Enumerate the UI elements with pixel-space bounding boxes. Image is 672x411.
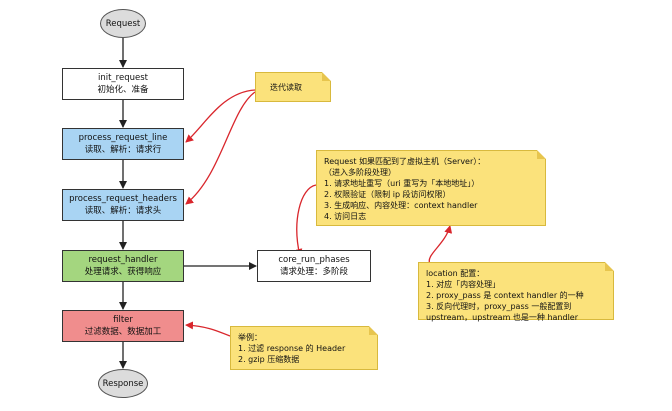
box-filter-title: filter xyxy=(113,315,133,325)
box-request-handler-sub: 处理请求、获得响应 xyxy=(84,267,162,277)
note-server-item-2: 2. 权限验证（限制 ip 段访问权限） xyxy=(324,190,451,199)
note-server-item-1: 1. 请求地址重写（uri 重写为「本地地址」） xyxy=(324,179,480,188)
note-read: 迭代读取 xyxy=(255,72,331,102)
box-init-request-title: init_request xyxy=(97,73,148,83)
note-server-item-3: 3. 生成响应、内容处理：context handler xyxy=(324,201,478,210)
box-core-run-phases-sub: 请求处理：多阶段 xyxy=(279,267,348,277)
note-location-header: location 配置： xyxy=(426,269,485,278)
box-init-request: init_request 初始化、准备 xyxy=(62,68,184,100)
box-process-request-headers-title: process_request_headers xyxy=(69,194,177,204)
note-example-item-1: 1. 过滤 response 的 Header xyxy=(238,344,346,353)
box-process-request-line: process_request_line 读取、解析：请求行 xyxy=(62,128,184,160)
red-arrow-example-to-filter xyxy=(185,321,231,337)
note-example: 举例： 1. 过滤 response 的 Header 2. gzip 压缩数据 xyxy=(230,326,378,370)
box-filter-sub: 过滤数据、数据加工 xyxy=(84,327,162,337)
note-location-item-4: upstream，upstream 也是一种 handler xyxy=(426,313,579,322)
end-node: Response xyxy=(98,369,148,398)
note-location: location 配置： 1. 对应「内容处理」 2. proxy_pass 是… xyxy=(418,262,614,322)
box-init-request-sub: 初始化、准备 xyxy=(97,85,149,95)
note-server-header-2: （进入多阶段处理） xyxy=(324,168,396,177)
red-arrow-read-to-headers xyxy=(185,91,256,205)
red-arrow-location-to-server xyxy=(428,225,453,265)
box-core-run-phases-title: core_run_phases xyxy=(278,255,350,265)
box-core-run-phases: core_run_phases 请求处理：多阶段 xyxy=(257,250,371,282)
box-process-request-headers: process_request_headers 读取、解析：请求头 xyxy=(62,189,184,221)
note-example-item-2: 2. gzip 压缩数据 xyxy=(238,355,300,364)
note-read-line: 迭代读取 xyxy=(270,83,302,92)
start-node: Request xyxy=(100,9,146,38)
end-label: Response xyxy=(102,378,144,389)
red-arrow-read-to-line xyxy=(185,89,256,143)
red-arrow-server-to-phases xyxy=(294,184,317,257)
box-process-request-line-sub: 读取、解析：请求行 xyxy=(84,145,162,155)
note-server-item-4: 4. 访问日志 xyxy=(324,212,367,221)
note-location-item-2: 2. proxy_pass 是 context handler 的一种 xyxy=(426,291,584,300)
start-label: Request xyxy=(105,18,141,29)
note-example-header: 举例： xyxy=(238,333,262,342)
box-process-request-line-title: process_request_line xyxy=(78,133,168,143)
note-server: Request 如果匹配到了虚拟主机（Server）： （进入多阶段处理） 1.… xyxy=(316,150,546,226)
box-request-handler: request_handler 处理请求、获得响应 xyxy=(62,250,184,282)
note-location-item-3: 3. 反向代理时，proxy_pass 一般配置到 xyxy=(426,302,572,311)
box-request-handler-title: request_handler xyxy=(88,255,158,265)
note-server-header-1: Request 如果匹配到了虚拟主机（Server）： xyxy=(324,157,486,166)
note-location-item-1: 1. 对应「内容处理」 xyxy=(426,280,501,289)
box-process-request-headers-sub: 读取、解析：请求头 xyxy=(84,206,162,216)
box-filter: filter 过滤数据、数据加工 xyxy=(62,310,184,342)
